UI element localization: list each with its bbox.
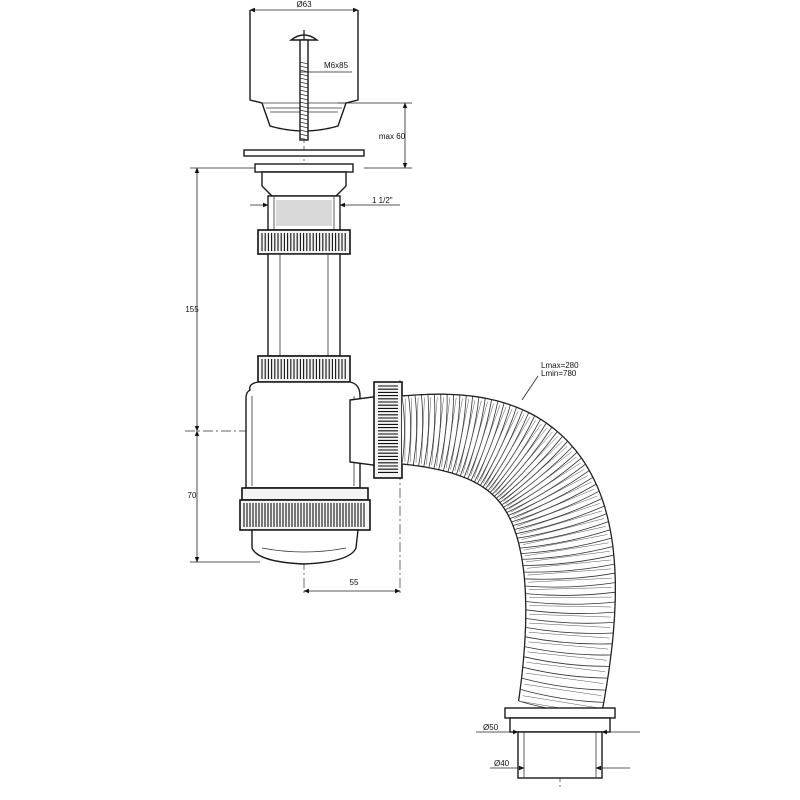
outlet-nut xyxy=(373,381,403,479)
label-max-thickness: max 60 xyxy=(379,132,406,141)
dimension-max-thickness xyxy=(338,102,412,169)
label-thread: 1 1/2" xyxy=(372,196,393,205)
flexible-hose xyxy=(401,393,616,716)
bottom-cap xyxy=(251,529,359,565)
label-outlet-diameter-outer: Ø50 xyxy=(483,723,499,732)
label-height-lower: 70 xyxy=(188,491,197,500)
outlet-fitting xyxy=(504,707,616,779)
label-outlet-offset: 55 xyxy=(350,578,359,587)
screw xyxy=(288,30,320,141)
flange-gasket xyxy=(243,149,365,197)
label-screw: M6x85 xyxy=(324,61,349,70)
bottom-nut xyxy=(239,487,371,531)
vertical-tube xyxy=(267,253,341,357)
upper-pipe xyxy=(267,195,341,231)
label-strainer-diameter: Ø63 xyxy=(296,0,312,9)
dimension-hose-length xyxy=(521,375,539,401)
upper-union-nut xyxy=(257,229,351,255)
dimension-height-total xyxy=(190,167,255,432)
label-hose-length-max: Lmax=280 xyxy=(541,361,579,370)
dimension-thread xyxy=(250,198,400,212)
label-height-total: 155 xyxy=(185,305,199,314)
bottle-body xyxy=(245,381,381,489)
dimension-height-lower xyxy=(190,430,260,563)
label-hose-length-min: Lmin=780 xyxy=(541,369,577,378)
middle-union-nut xyxy=(257,355,351,383)
label-outlet-diameter-inner: Ø40 xyxy=(494,759,510,768)
